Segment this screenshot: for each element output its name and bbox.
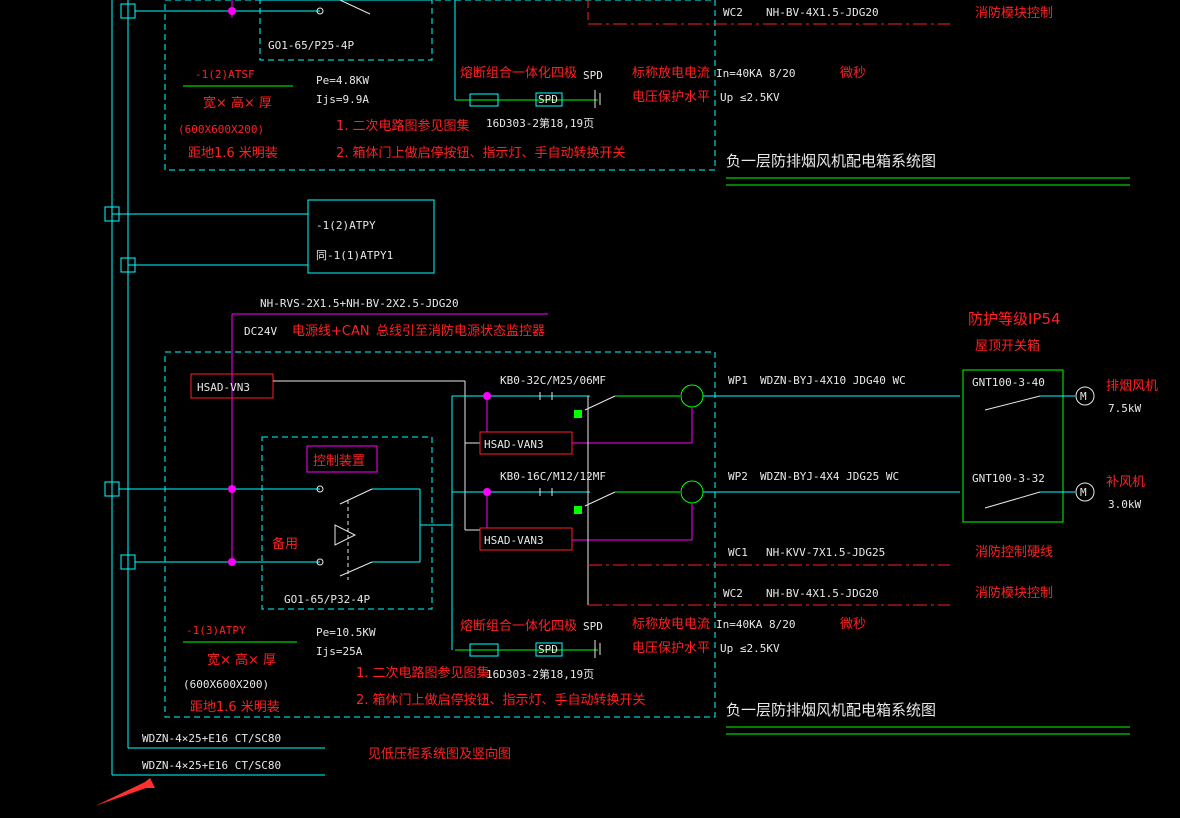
roof-switch-box: 防护等级IP54 屋顶开关箱 GNT100-3-40 GNT100-3-32 M… bbox=[962, 310, 1158, 523]
top-panel-note1-ref: 16D303-2第18,19页 bbox=[486, 116, 594, 130]
top-voltage-value: Up ≤2.5KV bbox=[720, 91, 780, 104]
kb0-2-label: KB0-16C/M12/12MF bbox=[500, 470, 606, 483]
bottom-cable-2: WDZN-4×25+E16 CT/SC80 bbox=[142, 759, 281, 772]
motor-1-symbol: M bbox=[1080, 390, 1087, 403]
main-panel-size: (600X600X200) bbox=[183, 678, 269, 691]
wp1-label: WP1 bbox=[728, 374, 748, 387]
top-panel-ijs: Ijs=9.9A bbox=[316, 93, 369, 106]
main-panel-note1: 1. 二次电路图参见图集 bbox=[356, 665, 490, 681]
top-panel-pe: Pe=4.8KW bbox=[316, 74, 369, 87]
top-panel-id: -1(2)ATSF bbox=[195, 68, 255, 81]
junction-dot bbox=[228, 7, 236, 15]
top-panel-mount: 距地1.6 米明装 bbox=[188, 146, 278, 161]
gnt1-label: GNT100-3-40 bbox=[972, 376, 1045, 389]
bottom-cable-1: WDZN-4×25+E16 CT/SC80 bbox=[142, 732, 281, 745]
roof-protection: 防护等级IP54 bbox=[968, 310, 1061, 328]
wc2-desc: 消防模块控制 bbox=[975, 585, 1053, 601]
kb0-1-label: KB0-32C/M25/06MF bbox=[500, 374, 606, 387]
main-feed-cable: NH-RVS-2X1.5+NH-BV-2X2.5-JDG20 bbox=[260, 297, 459, 310]
junction-dot bbox=[228, 485, 236, 493]
main-panel-pe: Pe=10.5KW bbox=[316, 626, 376, 639]
top-panel: GO1-65/P25-4P -1(2)ATSF 宽× 高× 厚 (600X600… bbox=[164, 0, 1130, 186]
wp2-cable: WDZN-BYJ-4X4 JDG25 WC bbox=[760, 470, 899, 483]
main-rated-value: In=40KA 8/20 bbox=[716, 618, 795, 631]
main-busbar bbox=[104, 0, 325, 776]
top-voltage-label: 电压保护水平 bbox=[632, 90, 710, 105]
main-fuse-label: 熔断组合一体化四极 bbox=[460, 619, 577, 634]
top-breaker-label: GO1-65/P25-4P bbox=[268, 39, 354, 52]
main-panel-note1-ref: 16D303-2第18,19页 bbox=[486, 667, 594, 681]
main-bus: 总线引至消防电源状态监控器 bbox=[376, 323, 545, 339]
control-device-label: 控制装置 bbox=[313, 454, 365, 469]
wc1-cable: NH-KVV-7X1.5-JDG25 bbox=[766, 546, 885, 559]
main-panel-dims: 宽× 高× 厚 bbox=[207, 652, 276, 668]
main-breaker-label: GO1-65/P32-4P bbox=[284, 593, 370, 606]
top-rated-value: In=40KA 8/20 bbox=[716, 67, 795, 80]
cursor-arrow-icon bbox=[95, 778, 155, 806]
top-wc2-cable: NH-BV-4X1.5-JDG20 bbox=[766, 6, 879, 19]
bottom-ref: 见低压柜系统图及竖向图 bbox=[368, 746, 511, 762]
wc2-cable: NH-BV-4X1.5-JDG20 bbox=[766, 587, 879, 600]
main-panel: NH-RVS-2X1.5+NH-BV-2X2.5-JDG20 DC24V 电源线… bbox=[164, 297, 1130, 735]
main-spd-box: SPD bbox=[538, 643, 558, 656]
top-panel-title: 负一层防排烟风机配电箱系统图 bbox=[726, 152, 936, 170]
top-panel-size: (600X600X200) bbox=[178, 123, 264, 136]
gnt2-label: GNT100-3-32 bbox=[972, 472, 1045, 485]
roof-name: 屋顶开关箱 bbox=[975, 338, 1040, 354]
main-power-can: 电源线+CAN bbox=[292, 324, 370, 339]
wc1-label: WC1 bbox=[728, 546, 748, 559]
top-panel-note2: 2. 箱体门上做启停按钮、指示灯、手自动转换开关 bbox=[336, 145, 626, 161]
main-panel-mount: 距地1.6 米明装 bbox=[190, 700, 280, 715]
atpy-box: -1(2)ATPY 同-1(1)ATPY1 bbox=[307, 199, 435, 274]
wp2-label: WP2 bbox=[728, 470, 748, 483]
top-fuse-label: 熔断组合一体化四极 bbox=[460, 66, 577, 81]
fan2-kw: 3.0kW bbox=[1108, 498, 1141, 511]
fan1-label: 排烟风机 bbox=[1106, 379, 1158, 394]
main-spd-label: SPD bbox=[583, 620, 603, 633]
main-microsec: 微秒 bbox=[840, 617, 866, 632]
top-rated-label: 标称放电电流 bbox=[632, 66, 710, 81]
main-panel-title: 负一层防排烟风机配电箱系统图 bbox=[726, 701, 936, 719]
wc2-label: WC2 bbox=[723, 587, 743, 600]
top-microsec: 微秒 bbox=[840, 66, 866, 81]
top-wc2-label: WC2 bbox=[723, 6, 743, 19]
top-spd-box: SPD bbox=[538, 93, 558, 106]
spare-label: 备用 bbox=[272, 536, 298, 552]
top-spd-label: SPD bbox=[583, 69, 603, 82]
top-panel-dims: 宽× 高× 厚 bbox=[203, 95, 272, 111]
junction-dot bbox=[228, 558, 236, 566]
top-wc2-desc: 消防模块控制 bbox=[975, 5, 1053, 21]
hsad-van3-2-label: HSAD-VAN3 bbox=[484, 534, 544, 547]
hsad-van3-1-label: HSAD-VAN3 bbox=[484, 438, 544, 451]
hsad-vn3-label: HSAD-VN3 bbox=[197, 381, 250, 394]
main-panel-id: -1(3)ATPY bbox=[186, 624, 246, 637]
main-voltage-value: Up ≤2.5KV bbox=[720, 642, 780, 655]
fan1-kw: 7.5kW bbox=[1108, 402, 1141, 415]
main-dc: DC24V bbox=[244, 325, 277, 338]
main-voltage-label: 电压保护水平 bbox=[632, 641, 710, 656]
top-panel-note1: 1. 二次电路图参见图集 bbox=[336, 118, 470, 134]
bottom-cables: WDZN-4×25+E16 CT/SC80 WDZN-4×25+E16 CT/S… bbox=[142, 732, 511, 772]
main-panel-note2: 2. 箱体门上做启停按钮、指示灯、手自动转换开关 bbox=[356, 692, 646, 708]
wc1-desc: 消防控制硬线 bbox=[975, 544, 1053, 560]
fan2-label: 补风机 bbox=[1106, 475, 1145, 490]
main-rated-label: 标称放电电流 bbox=[632, 617, 710, 632]
atpy-line2: 同-1(1)ATPY1 bbox=[316, 249, 393, 262]
motor-2-symbol: M bbox=[1080, 486, 1087, 499]
atpy-line1: -1(2)ATPY bbox=[316, 219, 376, 232]
main-panel-ijs: Ijs=25A bbox=[316, 645, 363, 658]
wp1-cable: WDZN-BYJ-4X10 JDG40 WC bbox=[760, 374, 906, 387]
